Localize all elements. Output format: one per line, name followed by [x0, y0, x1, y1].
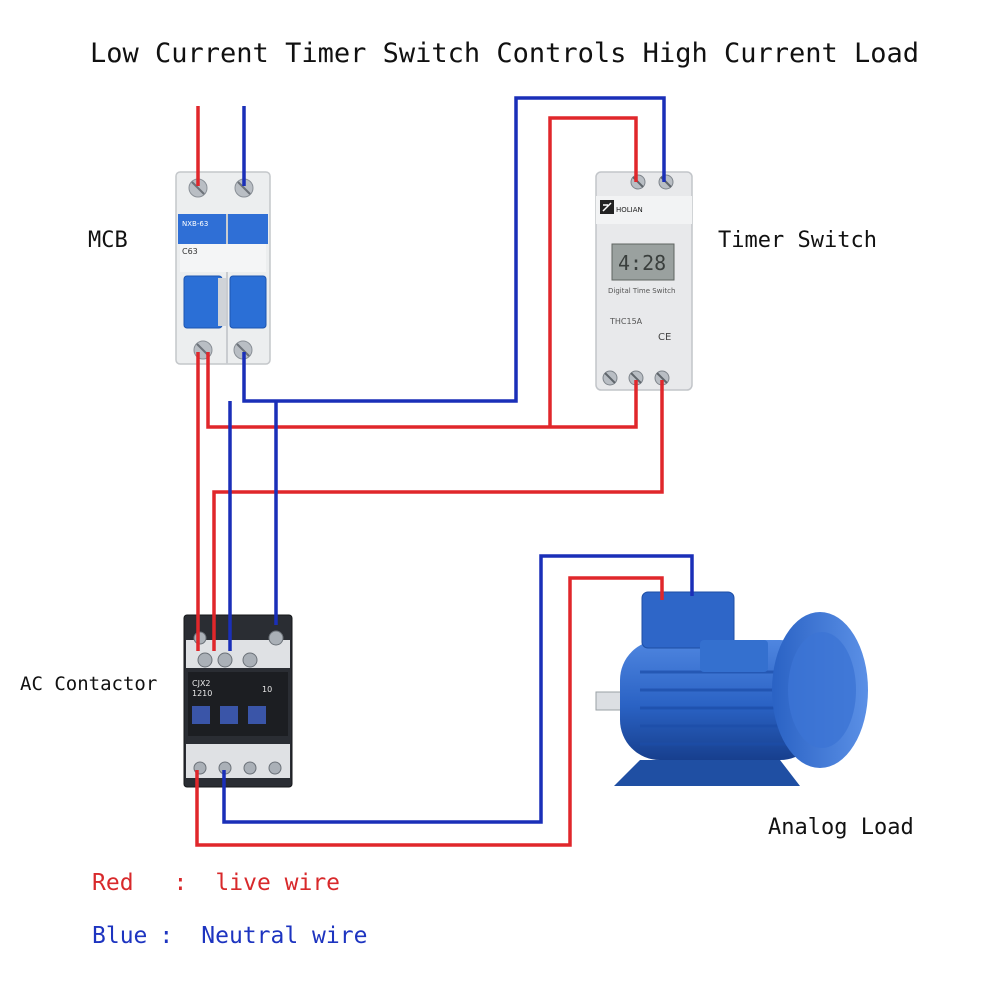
- ac-contactor-device: CJX2 1210 10: [183, 614, 293, 788]
- timer-product-name: Digital Time Switch: [608, 287, 675, 295]
- legend-blue-meaning: Neutral wire: [201, 923, 368, 949]
- mcb-rating-text: C63: [182, 247, 198, 256]
- timer-bottom-terminal-3: [654, 370, 670, 386]
- neutral-contactor-to-motor: [222, 554, 694, 824]
- contactor-bottom-terminals: [193, 761, 282, 775]
- motor-load-device: [595, 591, 868, 786]
- timer-model-text: THC15A: [609, 317, 643, 326]
- mcb-label: MCB: [88, 228, 128, 253]
- contactor-aux-text: 10: [262, 685, 272, 694]
- legend-blue-name: Blue: [92, 923, 148, 949]
- mcb-bottom-terminal-right: [233, 340, 253, 360]
- timer-bottom-terminal-1: [602, 370, 618, 386]
- timer-brand-logo: [600, 200, 614, 214]
- live-timer-to-coil: [212, 380, 664, 651]
- legend-red-row: Red: live wire: [92, 870, 340, 896]
- mcb-model-text: NXB-63: [182, 220, 208, 228]
- legend-red-separator: :: [173, 870, 188, 896]
- neutral-mcb-to-timer: [242, 96, 666, 403]
- timer-switch-label: Timer Switch: [718, 228, 877, 253]
- legend-red-meaning: live wire: [215, 870, 341, 896]
- timer-bottom-terminal-2: [628, 370, 644, 386]
- legend-red-name: Red: [92, 870, 134, 896]
- analog-load-label: Analog Load: [768, 815, 914, 840]
- live-timer-loop: [548, 116, 638, 427]
- mcb-device: NXB-63 C63: [175, 171, 271, 365]
- contactor-model-text: CJX2: [192, 679, 211, 688]
- timer-top-terminal-left: [630, 174, 646, 190]
- contactor-code-text: 1210: [192, 689, 212, 698]
- timer-top-terminal-right: [658, 174, 674, 190]
- timer-display-text: 4:28: [618, 251, 666, 275]
- live-contactor-to-motor: [195, 576, 664, 847]
- timer-switch-device: HOLIAN 4:28 Digital Time Switch THC15A C…: [595, 171, 693, 391]
- timer-ce-mark: CE: [658, 332, 671, 343]
- legend-blue-separator: :: [159, 923, 174, 949]
- legend-blue-row: Blue: Neutral wire: [92, 923, 367, 949]
- contactor-top-terminals: [193, 630, 284, 668]
- motor-terminal-box: [641, 591, 735, 649]
- live-mcb-to-timer: [206, 352, 638, 429]
- timer-brand-text: HOLIAN: [616, 206, 643, 214]
- diagram-title: Low Current Timer Switch Controls High C…: [90, 38, 920, 69]
- live-wires: [195, 106, 664, 847]
- neutral-wires: [222, 96, 694, 824]
- timer-display: [611, 243, 675, 281]
- ac-contactor-label: AC Contactor: [20, 673, 158, 695]
